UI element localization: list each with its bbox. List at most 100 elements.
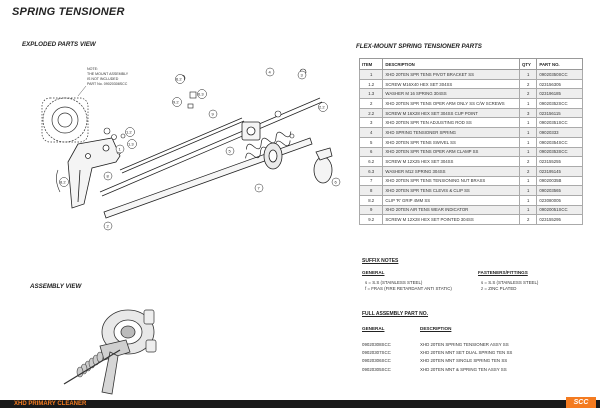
callout-8: 8 [107, 174, 110, 179]
suffix-general-item: s = S.S (STAINLESS STEEL) [365, 280, 423, 285]
cell-qty: 1 [518, 146, 538, 158]
cell-item: 5 [358, 136, 384, 148]
cell-qty: 1 [518, 185, 538, 196]
cell-item: 2 [358, 98, 384, 109]
header-qty: QTY [518, 58, 538, 70]
cell-description: XHD 20TEN SPR TENS SWIVEL SS [382, 136, 520, 148]
cell-item: 4 [358, 127, 384, 138]
cell-qty: 1 [518, 194, 538, 206]
callout-2.2: 2.2 [319, 105, 325, 110]
exploded-parts-drawing: NOTE: THE MOUNT ASSEMBLY IS NOT INCLUDED… [41, 67, 341, 231]
cell-qty: 2 [518, 156, 538, 167]
cell-description: XHD 20TEN SPR TENS PIVOT BRACKET SS [382, 69, 520, 80]
assembly-drawing [63, 309, 157, 395]
assembly-row: 09020306SCC XHD 20TEN MNT SINGLE SPRING T… [362, 357, 512, 365]
suffix-fasteners-item: s = S.S (STAINLESS STEEL) [481, 280, 539, 285]
cell-item: 1.2 [358, 78, 384, 90]
cell-qty: 1 [518, 175, 538, 187]
cell-item: 1.3 [358, 88, 384, 100]
header-description: DESCRIPTION [382, 58, 520, 70]
parts-table-title: FLEX-MOUNT SPRING TENSIONER PARTS [356, 43, 482, 50]
cell-item: 2.2 [358, 107, 384, 119]
cell-part-no: 09020352SCC [536, 98, 583, 109]
exploded-view-label: EXPLODED PARTS VIEW [22, 41, 96, 48]
tensioning-nut [263, 142, 283, 170]
cell-part-no: 023156115 [536, 107, 583, 119]
cell-item: 6.3 [358, 165, 384, 177]
callout-7: 7 [258, 186, 261, 191]
cell-qty: 1 [518, 98, 538, 109]
cell-description: XHD 20TEN SPR TENS OPER ARM ONLY SS C/W … [382, 98, 520, 109]
callout-labels: 6.2 6.3 9.2 9 1 1.2 1.3 8 8.2 2 5 7 4 3 … [59, 67, 341, 231]
cell-description: XHD 20TEN SPR TENS CLEVIS & CLIP SS [382, 185, 520, 196]
header-part-no: PART NO. [536, 58, 583, 70]
small-fasteners [56, 68, 307, 193]
mount-note: NOTE: THE MOUNT ASSEMBLY IS NOT INCLUDED… [77, 67, 129, 97]
cell-item: 7 [358, 175, 384, 187]
cell-qty: 2 [518, 214, 538, 225]
cell-description: XHD SPRING TENSIONER SPRING [382, 127, 520, 138]
callout-6.2: 6.2 [176, 77, 182, 82]
callout-1.3: 1.3 [128, 142, 134, 147]
page-title: SPRING TENSIONER [12, 6, 125, 18]
suffix-fasteners-item: z = ZINC PLATED [481, 286, 517, 292]
cell-qty: 1 [518, 117, 538, 129]
suffix-general-list: s = S.S (STAINLESS STEEL) f = FRAS (FIRE… [365, 280, 452, 293]
cell-part-no: 023155295 [536, 214, 583, 225]
note-line-2: THE MOUNT ASSEMBLY [87, 72, 129, 76]
assembly-description: XHD 20TEN MNT SET DUAL SPRING TEN SS [420, 350, 513, 356]
footer-bar [0, 400, 600, 408]
note-line-1: NOTE: [87, 67, 98, 71]
cell-item: 3 [358, 117, 384, 129]
assembly-description: XHD 20TEN MNT SINGLE SPRING TEN SS [420, 358, 508, 364]
cell-description: SCREW M 12X25 HEX SET 304SS [382, 156, 520, 167]
cell-part-no: 09020035B [536, 175, 583, 187]
cell-qty: 2 [518, 165, 538, 177]
cell-description: WASHER M 16 SPRING 304SS [382, 88, 520, 100]
note-line-4: PART No. 09020308SCC [87, 82, 128, 86]
callout-5: 5 [229, 149, 232, 154]
callout-9: 9 [212, 112, 215, 117]
brand-logo: SCC [566, 397, 596, 408]
swivel-assembly [241, 121, 261, 141]
cell-part-no: 023155255 [536, 156, 583, 167]
cell-qty: 2 [518, 88, 538, 100]
cell-part-no: 09020350SCC [536, 69, 583, 80]
suffix-fasteners-list: s = S.S (STAINLESS STEEL) z = ZINC PLATE… [481, 280, 538, 293]
cell-item: 9 [358, 204, 384, 216]
cell-part-no: 023156305 [536, 78, 583, 90]
cell-part-no: 023196185 [536, 88, 583, 100]
cell-description: WASHER M12 SPRING 304SS [382, 165, 520, 177]
operating-arm [103, 137, 313, 219]
suffix-general-item: f = FRAS (FIRE RETARDANT ANTI STATIC) [365, 286, 452, 292]
full-assembly-general-label: GENERAL [362, 326, 385, 331]
cell-description: XHD 20TEN AIR TENS WEAR INDICATOR [382, 204, 520, 216]
cell-item: 9.2 [358, 214, 384, 225]
assembly-part-no: 09020306SCC [362, 358, 391, 364]
callout-3: 3 [301, 73, 304, 78]
cell-description: CLIP 'R' GRIP 4MM SS [382, 194, 520, 206]
cell-item: 8 [358, 185, 384, 196]
footer-text: XHD PRIMARY CLEANER [14, 401, 87, 407]
cell-description: XHD 20TEN SPR TEN ADJUSTING ROD SS [382, 117, 520, 129]
cell-item: 6.2 [358, 156, 384, 167]
adjusting-rod [99, 97, 323, 197]
suffix-general-label: GENERAL [362, 270, 385, 275]
note-line-3: IS NOT INCLUDED [87, 77, 119, 81]
assembly-spring [63, 349, 121, 385]
